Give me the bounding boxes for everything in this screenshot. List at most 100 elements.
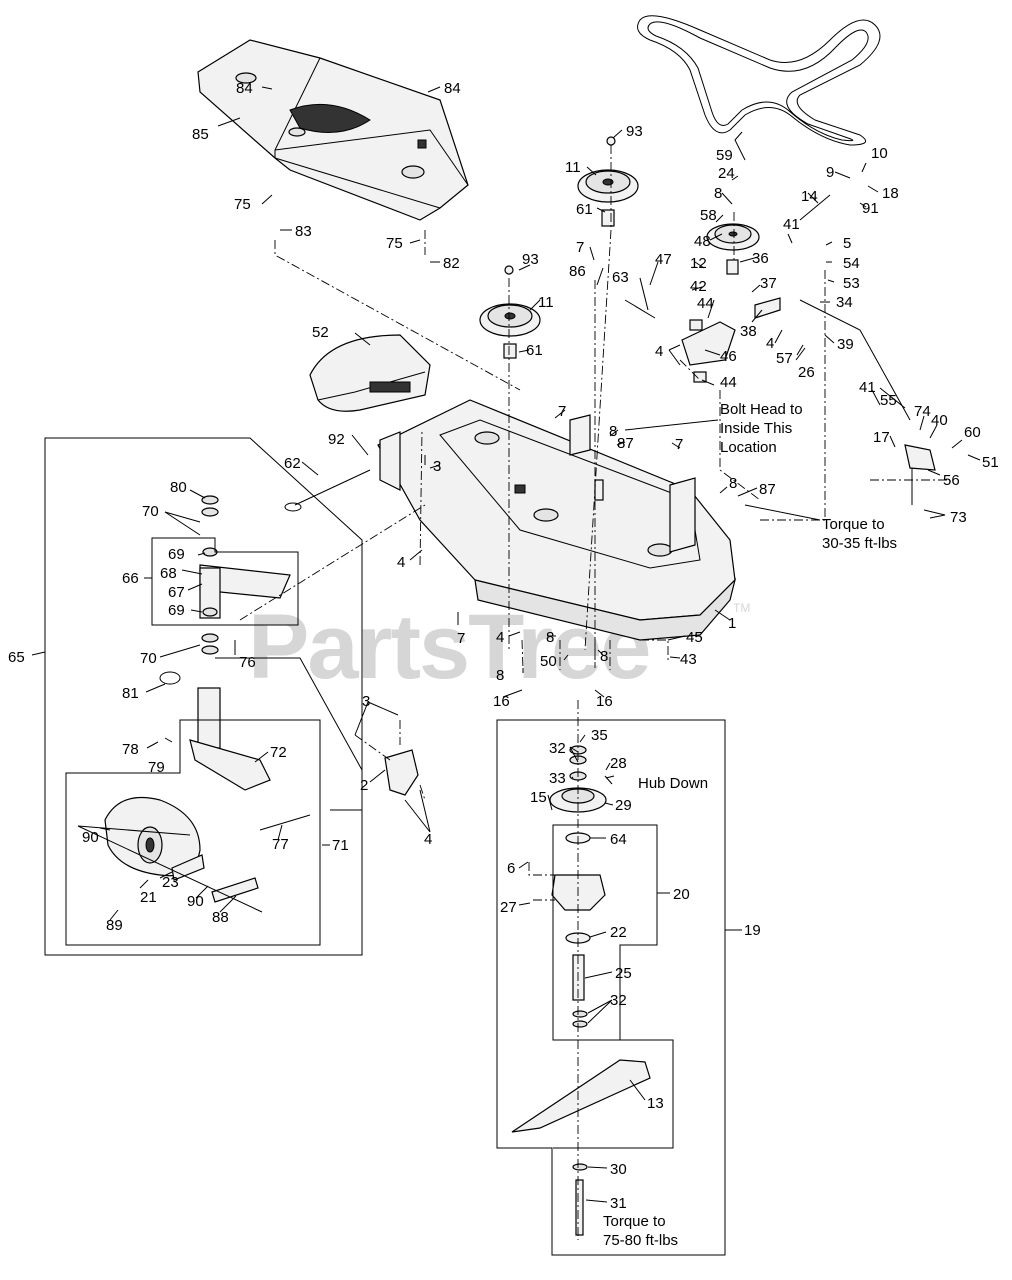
spindle-assembly [511, 745, 651, 1236]
callout-91: 91 [862, 200, 879, 217]
callout-6: 6 [507, 860, 515, 877]
callout-64: 64 [610, 831, 627, 848]
callout-3: 3 [433, 458, 441, 475]
callout-88: 88 [212, 909, 229, 926]
callout-61: 61 [576, 201, 593, 218]
callout-23: 23 [162, 874, 179, 891]
callout-16: 16 [596, 693, 613, 710]
callout-92: 92 [328, 431, 345, 448]
callout-8: 8 [546, 629, 554, 646]
callout-19: 19 [744, 922, 761, 939]
callout-9: 9 [826, 164, 834, 181]
callout-71: 71 [332, 837, 349, 854]
callout-30: 30 [610, 1161, 627, 1178]
group-frames [44, 437, 726, 1256]
callout-84: 84 [444, 80, 461, 97]
callout-27: 27 [500, 899, 517, 916]
callout-41: 41 [859, 379, 876, 396]
note-bolt-head-line3: Location [720, 439, 777, 456]
callout-8: 8 [609, 423, 617, 440]
callout-29: 29 [615, 797, 632, 814]
callout-53: 53 [843, 275, 860, 292]
callout-4: 4 [766, 335, 774, 352]
callout-17: 17 [873, 429, 890, 446]
note-torque-75-80-line1: Torque to [603, 1213, 666, 1230]
callout-8: 8 [714, 185, 722, 202]
idler-pulley-right [689, 223, 760, 383]
callout-90: 90 [82, 829, 99, 846]
callout-4: 4 [424, 831, 432, 848]
callout-72: 72 [270, 744, 287, 761]
note-hub-down: Hub Down [638, 775, 708, 792]
callout-11: 11 [538, 294, 554, 311]
callout-83: 83 [295, 223, 312, 240]
callout-51: 51 [982, 454, 999, 471]
callout-81: 81 [122, 685, 139, 702]
callout-47: 47 [655, 251, 672, 268]
note-bolt-head-line2: Inside This [720, 420, 792, 437]
callout-87: 87 [759, 481, 776, 498]
baffle-bracket [384, 749, 419, 796]
callout-82: 82 [443, 255, 460, 272]
callout-40: 40 [931, 412, 948, 429]
callout-25: 25 [615, 965, 632, 982]
callout-74: 74 [914, 403, 931, 420]
callout-7: 7 [457, 630, 465, 647]
callout-4: 4 [397, 554, 405, 571]
idler-pulley-left [479, 265, 541, 359]
idler-arm-assembly [624, 194, 936, 505]
callout-70: 70 [142, 503, 159, 520]
callout-36: 36 [752, 250, 769, 267]
callout-14: 14 [801, 188, 818, 205]
callout-77: 77 [272, 836, 289, 853]
callout-33: 33 [549, 770, 566, 787]
callout-90: 90 [187, 893, 204, 910]
callout-78: 78 [122, 741, 139, 758]
callout-21: 21 [140, 889, 157, 906]
discharge-chute [309, 334, 431, 412]
drive-belt [637, 15, 881, 146]
callout-12: 12 [690, 255, 707, 272]
callout-15: 15 [530, 789, 547, 806]
callout-84: 84 [236, 80, 253, 97]
callout-8: 8 [729, 475, 737, 492]
callout-32: 32 [610, 992, 627, 1009]
callout-46: 46 [720, 348, 737, 365]
callout-52: 52 [312, 324, 329, 341]
callout-44: 44 [720, 374, 737, 391]
caster-assembly [159, 495, 311, 831]
callout-8: 8 [496, 667, 504, 684]
note-torque-30-35-line2: 30-35 ft-lbs [822, 535, 897, 552]
callout-55: 55 [880, 392, 897, 409]
callout-85: 85 [192, 126, 209, 143]
callout-80: 80 [170, 479, 187, 496]
callout-31: 31 [610, 1195, 627, 1212]
callout-26: 26 [798, 364, 815, 381]
callout-13: 13 [647, 1095, 664, 1112]
callout-54: 54 [843, 255, 860, 272]
part-callouts: 84 84 85 75 83 75 82 93 11 61 24 8 58 59… [8, 80, 999, 1212]
callout-38: 38 [740, 323, 757, 340]
note-torque-30-35-line1: Torque to [822, 516, 885, 533]
callout-45: 45 [686, 629, 703, 646]
callout-75: 75 [386, 235, 403, 252]
leader-lines [31, 86, 981, 1203]
callout-41: 41 [783, 216, 800, 233]
callout-3: 3 [362, 693, 370, 710]
callout-7: 7 [576, 239, 584, 256]
idler-pulley-top [577, 136, 639, 227]
callout-28: 28 [610, 755, 627, 772]
callout-76: 76 [239, 654, 256, 671]
callout-48: 48 [694, 233, 711, 250]
callout-5: 5 [843, 235, 851, 252]
callout-11: 11 [565, 159, 581, 176]
callout-20: 20 [673, 886, 690, 903]
callout-22: 22 [610, 924, 627, 941]
callout-8: 8 [600, 648, 608, 665]
callout-7: 7 [558, 403, 566, 420]
assembly-lines [239, 145, 950, 1240]
watermark-trademark: TM [733, 601, 750, 615]
callout-4: 4 [655, 343, 663, 360]
